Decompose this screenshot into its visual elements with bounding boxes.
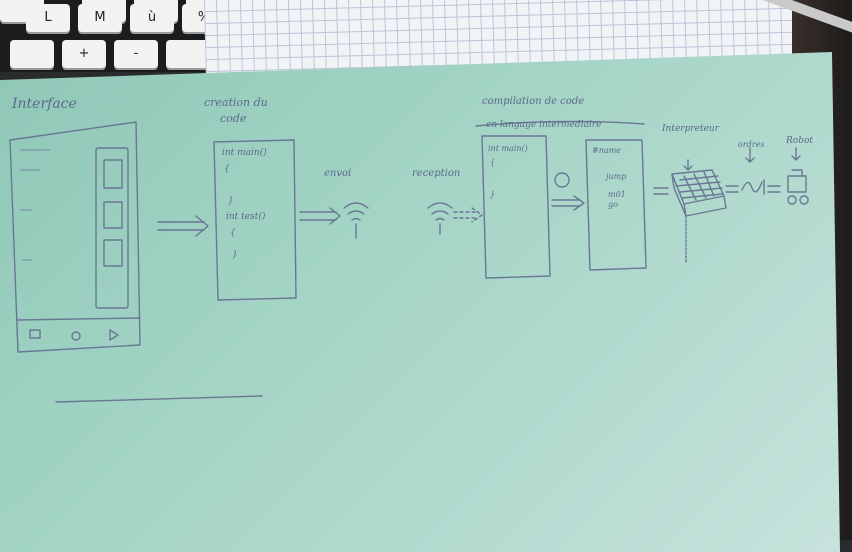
label-envoi: envoi: [324, 168, 352, 179]
label-compilation-line1: compilation de code: [482, 96, 585, 107]
compiled-line: }: [490, 190, 496, 199]
code-line: int test(): [226, 212, 266, 222]
phone-sketch: [9, 121, 141, 353]
keyboard-key-m: M: [78, 4, 122, 32]
keyboard-key-u: ù: [130, 4, 174, 32]
label-creation-line1: creation du: [204, 96, 268, 109]
label-creation-line2: code: [220, 112, 247, 125]
label-interpreteur: Interpreteur: [662, 124, 720, 134]
label-robot: Robot: [786, 136, 813, 146]
keyboard-key: [10, 40, 54, 68]
compiled-line: {: [490, 158, 496, 167]
hand-drawn-diagram: [9, 120, 809, 403]
green-sheet: [0, 52, 840, 552]
intermediate-line: #name: [592, 146, 621, 155]
keyboard-key-plus: +: [62, 40, 106, 68]
keyboard-key: [166, 40, 210, 68]
intermediate-line: jump: [606, 172, 627, 181]
intermediate-box-sketch: [585, 139, 647, 271]
code-line: int main(): [222, 148, 267, 158]
label-reception: reception: [412, 168, 461, 179]
compiled-line: int main(): [488, 144, 528, 153]
code-line: {: [224, 164, 230, 174]
keyboard-key-minus: -: [114, 40, 158, 68]
label-interface: Interface: [12, 96, 77, 112]
intermediate-line: go: [608, 200, 618, 209]
code-line: }: [232, 250, 238, 260]
code-box-sketch: [213, 139, 297, 301]
compiled-box-sketch: [481, 135, 551, 279]
label-compilation-line2: en langage intermediaire: [486, 120, 602, 130]
label-ordres: ordres: [738, 140, 765, 149]
code-line: {: [230, 228, 236, 238]
keyboard-key-l: L: [26, 4, 70, 32]
intermediate-line: m01: [608, 190, 626, 199]
code-line: }: [228, 196, 234, 206]
